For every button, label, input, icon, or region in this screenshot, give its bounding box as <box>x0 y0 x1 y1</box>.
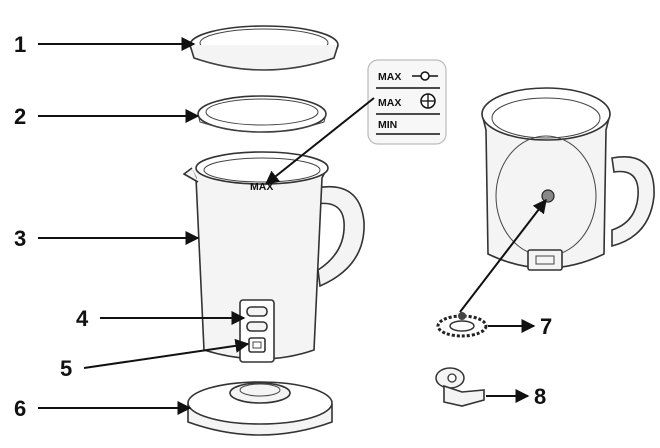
whisk-spring <box>436 312 488 338</box>
whisk-to-jug-line <box>459 198 547 313</box>
callout-5: 5 <box>60 338 250 381</box>
jug-max-mark: MAX <box>250 181 273 193</box>
callout-2: 2 <box>14 104 200 129</box>
callout-number: 4 <box>76 306 89 331</box>
foam-whisk-symbol-icon <box>412 71 438 81</box>
jug-interior-view <box>481 87 655 271</box>
callout-number: 1 <box>14 32 26 57</box>
callout-number: 8 <box>534 384 546 409</box>
max-heat-label: MAX <box>378 97 401 109</box>
lid <box>189 25 339 71</box>
callout-number: 6 <box>14 396 26 421</box>
callout-arrow <box>83 338 250 369</box>
seal-ring <box>197 95 327 133</box>
callout-7: 7 <box>488 314 552 339</box>
callout-8: 8 <box>486 384 546 409</box>
callout-number: 2 <box>14 104 26 129</box>
inset-pointer-line <box>264 97 375 185</box>
callout-1: 1 <box>14 32 196 57</box>
callout-6: 6 <box>14 396 192 421</box>
level-mark-inset: MAX MAX MIN <box>367 59 447 145</box>
base <box>187 381 333 436</box>
frothing-whisk <box>435 367 485 407</box>
callout-number: 7 <box>540 314 552 339</box>
callout-3: 3 <box>14 226 200 251</box>
jug-body <box>182 151 365 363</box>
callout-number: 3 <box>14 226 26 251</box>
callout-4: 4 <box>76 306 246 331</box>
min-label: MIN <box>378 119 397 131</box>
callout-number: 5 <box>60 356 72 381</box>
max-froth-label: MAX <box>378 71 401 83</box>
heat-whisk-symbol-icon <box>420 93 436 109</box>
